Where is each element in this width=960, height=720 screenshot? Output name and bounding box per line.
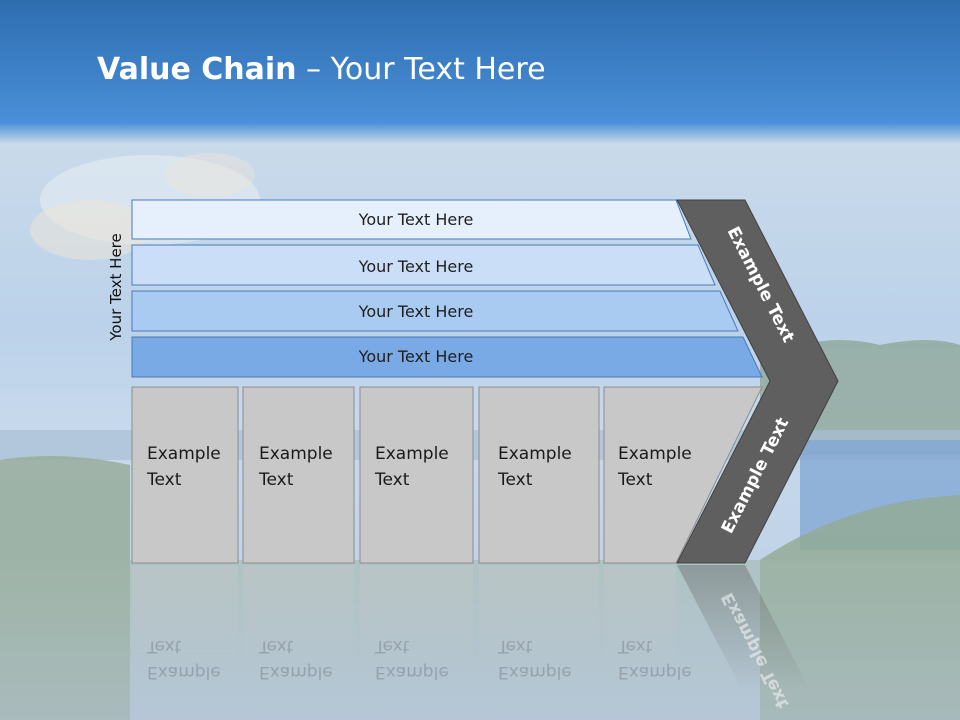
bar-2 xyxy=(131,244,716,286)
bar-1 xyxy=(131,199,692,240)
cell-3 xyxy=(359,386,474,564)
cell-3-line2: Text xyxy=(374,470,410,490)
title-rest: – Your Text Here xyxy=(296,52,546,87)
cell-1 xyxy=(131,386,239,564)
reflection-cell-1-line1: Example xyxy=(147,662,221,682)
bar-3-label: Your Text Here xyxy=(358,302,474,321)
chevron-arrow xyxy=(676,199,839,564)
bar-4-label: Your Text Here xyxy=(358,347,474,366)
bar-2-label: Your Text Here xyxy=(358,257,474,276)
reflection-cell-5-line1: Example xyxy=(618,662,692,682)
cell-2 xyxy=(242,386,355,564)
cell-2-line2: Text xyxy=(258,470,294,490)
reflection-cell-2-line1: Example xyxy=(259,662,333,682)
reflection-cell-4-line1: Example xyxy=(498,662,572,682)
reflection-cell-1-line2: Text xyxy=(146,636,182,656)
cell-2-line1: Example xyxy=(259,444,333,464)
reflection-cell-3-line1: Example xyxy=(375,662,449,682)
cell-3-line1: Example xyxy=(375,444,449,464)
bar-1-label: Your Text Here xyxy=(358,210,474,229)
cell-5-line2: Text xyxy=(617,470,653,490)
cell-5-line1: Example xyxy=(618,444,692,464)
cell-5 xyxy=(603,386,763,564)
cell-1-line2: Text xyxy=(146,470,182,490)
bar-4 xyxy=(131,336,763,378)
cell-4 xyxy=(478,386,600,564)
cell-4-line2: Text xyxy=(497,470,533,490)
cell-4-line1: Example xyxy=(498,444,572,464)
reflection-cell-3-line2: Text xyxy=(374,636,410,656)
bar-3 xyxy=(131,290,739,332)
reflection-cell-5-line2: Text xyxy=(617,636,653,656)
reflection-cell-4-line2: Text xyxy=(497,636,533,656)
title-bold: Value Chain xyxy=(97,52,297,87)
reflection-cell-2-line2: Text xyxy=(258,636,294,656)
slide-title: Value Chain – Your Text Here xyxy=(97,52,546,87)
diagram-reflection: Example Text Example Text Example Text E… xyxy=(132,565,810,711)
cell-1-line1: Example xyxy=(147,444,221,464)
